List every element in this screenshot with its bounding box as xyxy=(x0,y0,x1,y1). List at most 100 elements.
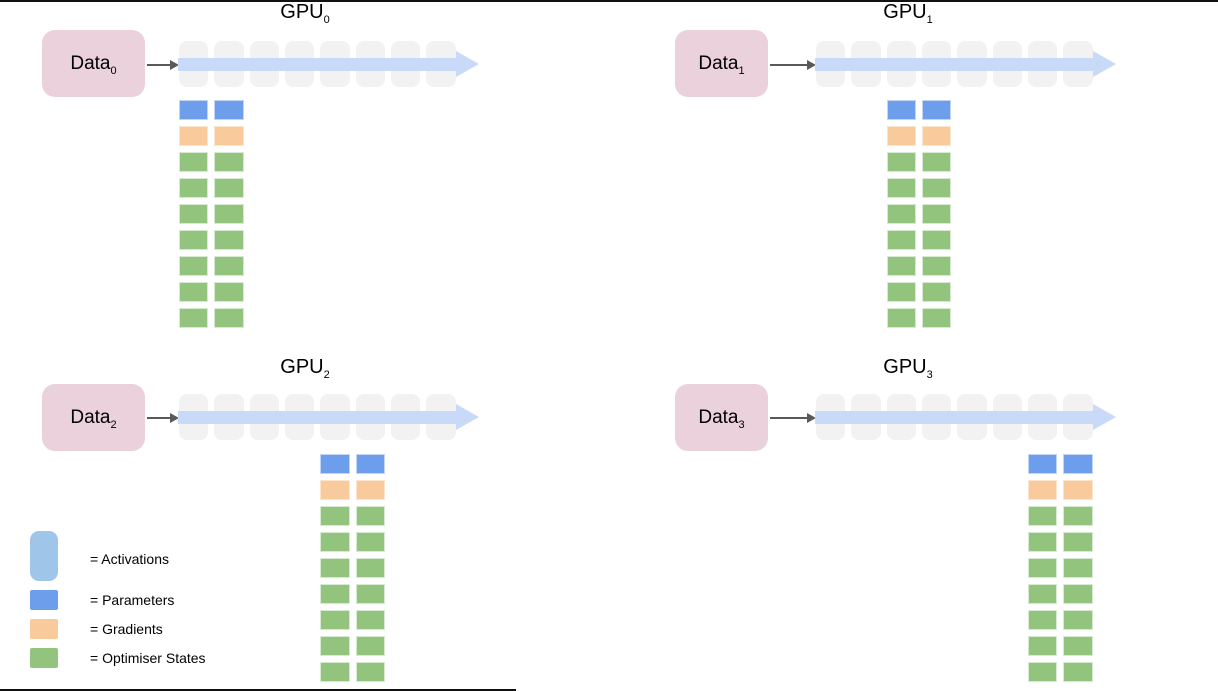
legend-label-gradients: = Gradients xyxy=(90,621,163,637)
memory-block-optimizer_states xyxy=(1027,506,1058,526)
gpu-title-subscript: 1 xyxy=(926,14,933,26)
memory-block-optimizer_states xyxy=(921,230,952,250)
data-box: Data0 xyxy=(42,30,145,97)
memory-block-optimizer_states xyxy=(1027,532,1058,552)
memory-block-optimizer_states xyxy=(355,636,385,656)
data-box-subscript: 3 xyxy=(738,418,745,431)
connector-arrowhead-icon xyxy=(170,412,179,423)
legend-label-activations: = Activations xyxy=(90,551,169,567)
memory-block-gradients xyxy=(214,126,244,146)
data-box-subscript: 2 xyxy=(110,418,117,431)
gpu-title-text: GPU xyxy=(280,356,324,378)
activation-arrow xyxy=(178,58,456,71)
top-edge-line xyxy=(0,0,1218,2)
memory-block-optimizer_states xyxy=(1063,558,1093,578)
connector-arrowhead-icon xyxy=(807,412,816,423)
memory-block-optimizer_states xyxy=(214,308,244,328)
memory-block-optimizer_states xyxy=(921,282,952,302)
gpu-title-text: GPU xyxy=(883,356,927,378)
memory-block-parameters xyxy=(886,100,916,120)
activation-arrowhead-icon xyxy=(456,404,479,430)
memory-block-gradients xyxy=(886,126,916,146)
memory-block-gradients xyxy=(320,480,350,500)
memory-block-optimizer_states xyxy=(1063,584,1093,604)
memory-block-parameters xyxy=(1027,454,1058,474)
legend-swatch-gradients xyxy=(30,619,58,639)
activation-arrow xyxy=(815,58,1093,71)
memory-block-optimizer_states xyxy=(921,204,952,224)
memory-block-optimizer_states xyxy=(214,204,244,224)
memory-block-optimizer_states xyxy=(921,308,952,328)
gpu-title: GPU3 xyxy=(883,356,933,381)
memory-block-gradients xyxy=(1027,480,1058,500)
data-box-label: Data3 xyxy=(698,406,745,431)
connector-arrow-line xyxy=(770,416,807,419)
memory-block-optimizer_states xyxy=(320,532,350,552)
memory-block-optimizer_states xyxy=(1027,558,1058,578)
activation-arrow xyxy=(178,411,456,424)
memory-block-parameters xyxy=(320,454,350,474)
gpu-title: GPU2 xyxy=(280,356,330,381)
data-box-label: Data1 xyxy=(698,52,745,77)
memory-block-optimizer_states xyxy=(179,178,209,198)
gpu-title-text: GPU xyxy=(883,1,927,23)
activation-arrow xyxy=(815,411,1093,424)
memory-block-gradients xyxy=(921,126,952,146)
memory-block-optimizer_states xyxy=(320,662,350,682)
memory-block-optimizer_states xyxy=(886,282,916,302)
memory-block-optimizer_states xyxy=(1063,636,1093,656)
memory-block-optimizer_states xyxy=(320,584,350,604)
memory-block-gradients xyxy=(1063,480,1093,500)
legend-label-optimizer-states: = Optimiser States xyxy=(90,650,206,666)
memory-block-optimizer_states xyxy=(320,558,350,578)
data-box: Data1 xyxy=(675,30,768,97)
memory-block-parameters xyxy=(179,100,209,120)
memory-block-optimizer_states xyxy=(886,178,916,198)
memory-block-parameters xyxy=(355,454,385,474)
connector-arrow-line xyxy=(147,416,170,419)
bottom-edge-line xyxy=(0,689,516,691)
data-box-label: Data2 xyxy=(70,406,117,431)
memory-block-optimizer_states xyxy=(886,308,916,328)
memory-block-optimizer_states xyxy=(1063,610,1093,630)
memory-block-optimizer_states xyxy=(355,662,385,682)
memory-block-optimizer_states xyxy=(179,230,209,250)
memory-block-optimizer_states xyxy=(355,584,385,604)
gpu-title-subscript: 0 xyxy=(323,14,330,26)
memory-block-optimizer_states xyxy=(214,282,244,302)
memory-block-optimizer_states xyxy=(355,506,385,526)
memory-block-optimizer_states xyxy=(921,152,952,172)
memory-block-optimizer_states xyxy=(179,204,209,224)
data-box-subscript: 1 xyxy=(738,64,745,77)
memory-block-optimizer_states xyxy=(1027,662,1058,682)
memory-block-optimizer_states xyxy=(1027,584,1058,604)
memory-block-optimizer_states xyxy=(214,256,244,276)
activation-arrowhead-icon xyxy=(1093,51,1116,77)
legend-label-parameters: = Parameters xyxy=(90,592,175,608)
data-box-subscript: 0 xyxy=(110,64,117,77)
memory-block-gradients xyxy=(355,480,385,500)
connector-arrowhead-icon xyxy=(170,59,179,70)
memory-block-optimizer_states xyxy=(921,256,952,276)
gpu-title-text: GPU xyxy=(280,1,324,23)
memory-block-optimizer_states xyxy=(214,230,244,250)
connector-arrow-line xyxy=(770,63,807,66)
memory-block-parameters xyxy=(214,100,244,120)
memory-block-parameters xyxy=(921,100,952,120)
gpu-title-subscript: 2 xyxy=(323,369,330,381)
memory-block-optimizer_states xyxy=(320,610,350,630)
memory-block-optimizer_states xyxy=(355,558,385,578)
memory-block-optimizer_states xyxy=(886,204,916,224)
memory-block-optimizer_states xyxy=(355,532,385,552)
memory-block-parameters xyxy=(1063,454,1093,474)
memory-block-optimizer_states xyxy=(1027,636,1058,656)
connector-arrow-line xyxy=(147,63,170,66)
gpu-title-subscript: 3 xyxy=(926,369,933,381)
legend-swatch-activations xyxy=(30,531,58,581)
data-box: Data3 xyxy=(675,384,768,451)
memory-block-optimizer_states xyxy=(1027,610,1058,630)
legend-swatch-optimizer-states xyxy=(30,648,58,668)
memory-block-optimizer_states xyxy=(214,152,244,172)
data-box: Data2 xyxy=(42,384,145,451)
